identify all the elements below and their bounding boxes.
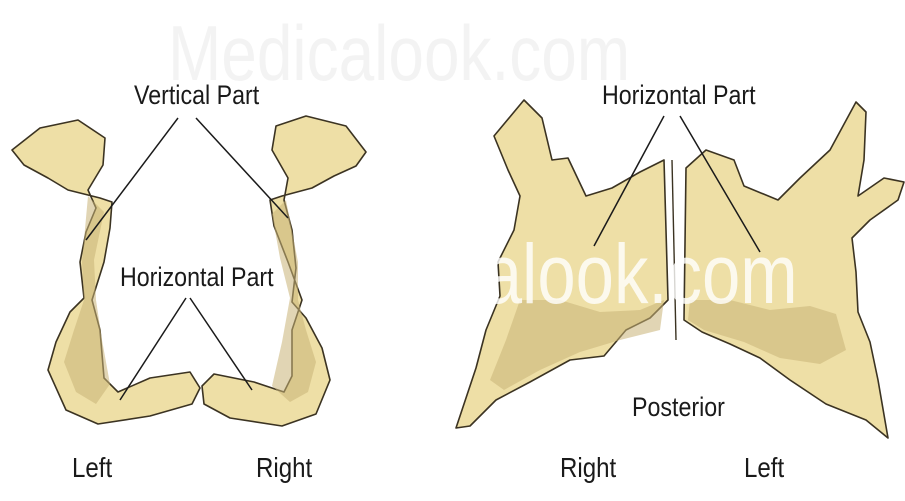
label-side-right-a: Right bbox=[256, 452, 312, 484]
label-side-left-a: Left bbox=[72, 452, 112, 484]
label-horizontal-part-left-view: Horizontal Part bbox=[120, 262, 274, 293]
watermark-middle: Medicalook.com bbox=[300, 226, 798, 323]
label-vertical-part: Vertical Part bbox=[134, 80, 259, 111]
label-side-right-b: Right bbox=[560, 452, 616, 484]
label-posterior: Posterior bbox=[632, 392, 725, 423]
label-side-left-b: Left bbox=[744, 452, 784, 484]
label-horizontal-part-right-view: Horizontal Part bbox=[602, 80, 756, 111]
